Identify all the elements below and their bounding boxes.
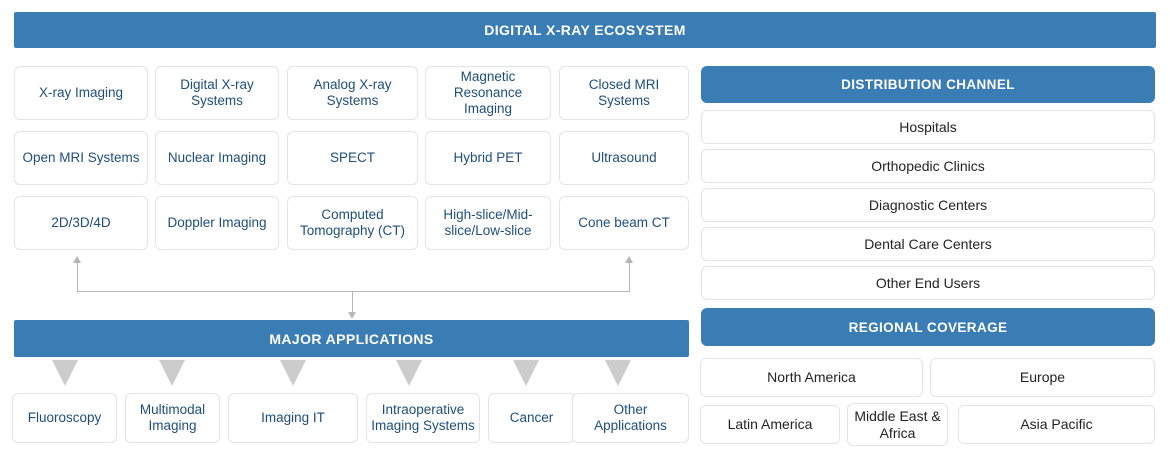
ecosystem-card-label: High-slice/Mid-slice/Low-slice [443, 207, 533, 238]
ecosystem-card[interactable]: Cone beam CT [559, 196, 689, 250]
distribution-item[interactable]: Orthopedic Clinics [701, 149, 1155, 183]
header-distribution-channel: DISTRIBUTION CHANNEL [701, 66, 1155, 103]
ecosystem-card-label: Open MRI Systems [22, 150, 140, 166]
distribution-title-text: DISTRIBUTION CHANNEL [841, 77, 1015, 92]
distribution-item[interactable]: Dental Care Centers [701, 227, 1155, 261]
distribution-item-label: Hospitals [899, 118, 957, 135]
ecosystem-card[interactable]: Open MRI Systems [14, 131, 148, 185]
funnel-arrow-down-icon [396, 360, 422, 386]
funnel-arrow-down-icon [605, 360, 631, 386]
connector-arrow-up-left-icon [73, 256, 81, 263]
region-item[interactable]: Europe [930, 358, 1155, 397]
ecosystem-card[interactable]: SPECT [287, 131, 418, 185]
funnel-arrow-down-icon [159, 360, 185, 386]
ecosystem-card[interactable]: Digital X-ray Systems [155, 66, 279, 120]
region-item-label: Europe [1019, 369, 1066, 386]
funnel-arrow-down-icon [513, 360, 539, 386]
application-card[interactable]: Cancer [488, 393, 575, 443]
application-card-label: Imaging IT [261, 410, 325, 426]
connector-vertical-center [352, 291, 353, 313]
ecosystem-card-label: Nuclear Imaging [167, 150, 267, 166]
region-item[interactable]: Latin America [700, 405, 840, 444]
region-item[interactable]: Middle East & Africa [847, 403, 948, 446]
main-title-text: DIGITAL X-RAY ECOSYSTEM [484, 22, 686, 38]
applications-title-text: MAJOR APPLICATIONS [269, 330, 434, 347]
ecosystem-card[interactable]: 2D/3D/4D [14, 196, 148, 250]
application-card[interactable]: Intraoperative Imaging Systems [366, 393, 480, 443]
application-card[interactable]: Other Applications [572, 393, 689, 443]
ecosystem-card-label: SPECT [329, 150, 375, 166]
distribution-item[interactable]: Hospitals [701, 110, 1155, 144]
application-card-label: Fluoroscopy [27, 410, 102, 426]
ecosystem-card[interactable]: High-slice/Mid-slice/Low-slice [425, 196, 551, 250]
application-card-label: Other Applications [594, 402, 667, 433]
application-card[interactable]: Fluoroscopy [12, 393, 117, 443]
application-card-label: Cancer [509, 410, 554, 426]
ecosystem-card-label: Computed Tomography (CT) [299, 207, 406, 238]
ecosystem-card[interactable]: Doppler Imaging [155, 196, 279, 250]
region-item[interactable]: Asia Pacific [958, 405, 1155, 444]
funnel-arrow-down-icon [280, 360, 306, 386]
ecosystem-card-label: Digital X-ray Systems [180, 77, 254, 108]
ecosystem-card-label: Cone beam CT [578, 215, 670, 231]
ecosystem-card-label: Analog X-ray Systems [313, 77, 392, 108]
region-item-label: Middle East & Africa [854, 407, 941, 441]
application-card[interactable]: Imaging IT [228, 393, 358, 443]
region-item-label: North America [767, 369, 856, 386]
ecosystem-card[interactable]: Analog X-ray Systems [287, 66, 418, 120]
application-card[interactable]: Multimodal Imaging [125, 393, 220, 443]
region-item[interactable]: North America [700, 358, 923, 397]
ecosystem-card[interactable]: Ultrasound [559, 131, 689, 185]
application-card-label: Intraoperative Imaging Systems [371, 402, 475, 433]
application-card-label: Multimodal Imaging [139, 402, 206, 433]
header-digital-xray-ecosystem: DIGITAL X-RAY ECOSYSTEM [14, 12, 1156, 48]
ecosystem-card[interactable]: Computed Tomography (CT) [287, 196, 418, 250]
ecosystem-card-label: Ultrasound [591, 150, 657, 166]
ecosystem-card[interactable]: Nuclear Imaging [155, 131, 279, 185]
regional-title-text: REGIONAL COVERAGE [848, 319, 1008, 335]
region-item-label: Latin America [727, 416, 813, 433]
ecosystem-card-label: Hybrid PET [453, 150, 523, 166]
connector-vertical-left [77, 263, 78, 291]
ecosystem-card-label: X-ray Imaging [38, 85, 124, 101]
ecosystem-card[interactable]: Closed MRI Systems [559, 66, 689, 120]
distribution-item-label: Other End Users [875, 274, 981, 291]
connector-vertical-right [629, 263, 630, 291]
ecosystem-card-label: Closed MRI Systems [588, 77, 660, 108]
header-major-applications: MAJOR APPLICATIONS [14, 320, 689, 357]
connector-arrow-up-right-icon [625, 256, 633, 263]
connector-horizontal [77, 291, 630, 292]
ecosystem-card-label: 2D/3D/4D [51, 215, 111, 231]
distribution-item-label: Orthopedic Clinics [871, 157, 985, 174]
ecosystem-card[interactable]: X-ray Imaging [14, 66, 148, 120]
ecosystem-card-label: Doppler Imaging [167, 215, 267, 231]
ecosystem-card[interactable]: Magnetic Resonance Imaging [425, 66, 551, 120]
ecosystem-card[interactable]: Hybrid PET [425, 131, 551, 185]
distribution-item-label: Dental Care Centers [864, 235, 992, 252]
funnel-arrow-down-icon [52, 360, 78, 386]
distribution-item[interactable]: Other End Users [701, 266, 1155, 300]
region-item-label: Asia Pacific [1020, 416, 1093, 433]
connector-arrow-down-center-icon [348, 312, 356, 319]
header-regional-coverage: REGIONAL COVERAGE [701, 308, 1155, 346]
distribution-item[interactable]: Diagnostic Centers [701, 188, 1155, 222]
ecosystem-card-label: Magnetic Resonance Imaging [453, 69, 523, 116]
distribution-item-label: Diagnostic Centers [868, 196, 988, 213]
